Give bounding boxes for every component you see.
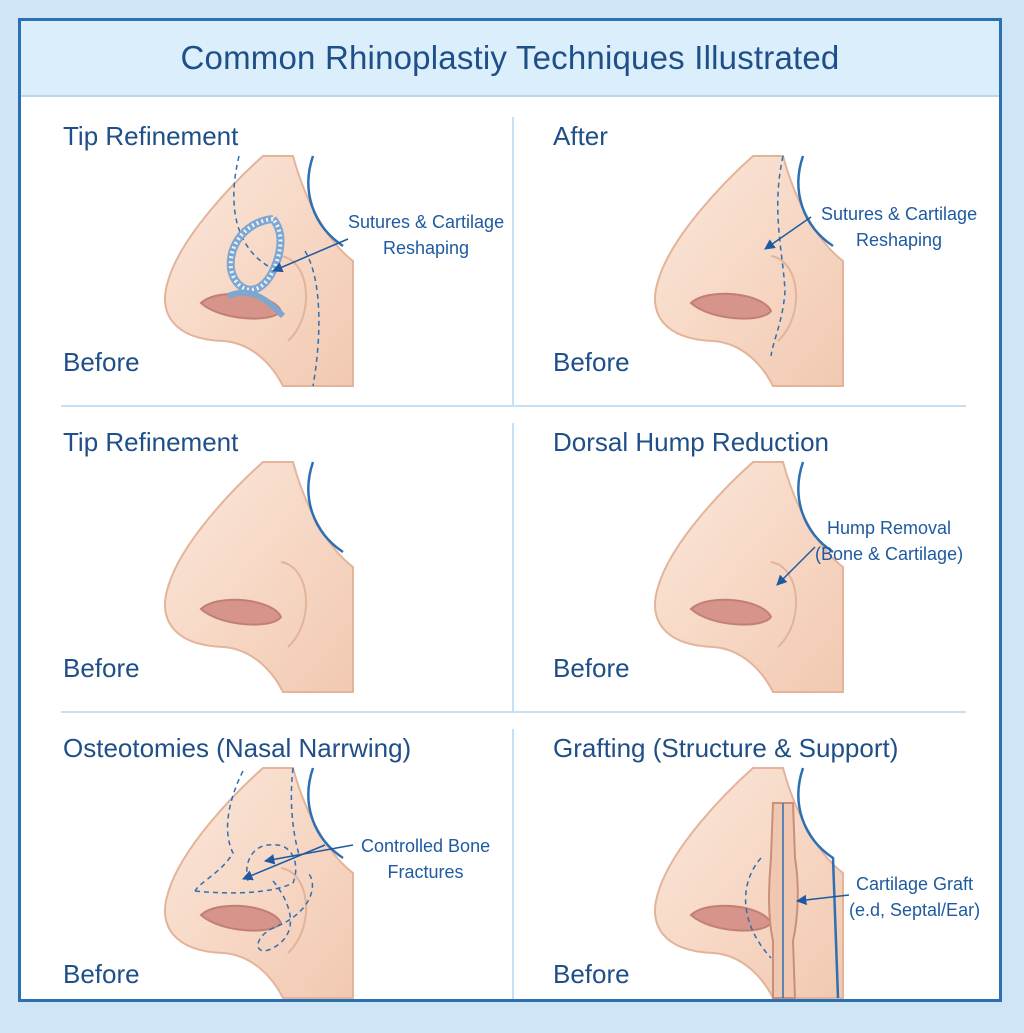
callout-arrow (776, 546, 816, 586)
row-divider (61, 711, 966, 713)
page-title: Common Rhinoplastiy Techniques Illustrat… (180, 39, 840, 76)
before-label: Before (553, 653, 630, 683)
before-label: Before (63, 653, 140, 683)
panel-heading: After (553, 121, 608, 151)
callout-label: Hump Removal(Bone & Cartilage) (815, 518, 964, 564)
nose-illustration (654, 155, 844, 387)
nose-illustration (164, 461, 354, 693)
column-divider (512, 423, 514, 713)
before-label: Before (553, 347, 630, 377)
panel-grafting: Grafting (Structure & Support) Cartilage… (553, 733, 1013, 1033)
panel-heading: Tip Refinement (63, 121, 239, 151)
row-divider (61, 405, 966, 407)
callout-arrow (795, 894, 850, 906)
infographic-frame: Common Rhinoplastiy Techniques Illustrat… (18, 18, 1002, 1002)
callout-label: Cartilage Graft(e.d, Septal/Ear) (849, 874, 981, 920)
callout-arrow (764, 216, 812, 250)
panel-heading: Grafting (Structure & Support) (553, 733, 899, 763)
panel-dorsal-hump-reduction: Dorsal Hump Reduction Hump Removal(Bone … (553, 427, 1013, 727)
panel-heading: Osteotomies (Nasal Narrwing) (63, 733, 412, 763)
nose-illustration (654, 461, 844, 693)
before-label: Before (63, 959, 140, 989)
callout-arrow (242, 844, 354, 881)
header-bar: Common Rhinoplastiy Techniques Illustrat… (21, 21, 999, 97)
nose-illustration (164, 767, 354, 999)
panel-heading: Dorsal Hump Reduction (553, 427, 830, 457)
column-divider (512, 117, 514, 407)
before-label: Before (63, 347, 140, 377)
panel-osteotomies: Osteotomies (Nasal Narrwing) Controlled … (63, 733, 523, 1033)
nose-illustration (654, 767, 844, 999)
nose-illustration (164, 155, 354, 387)
callout-arrow (272, 238, 349, 273)
before-label: Before (553, 959, 630, 989)
panel-tip-refinement-2: Tip Refinement Before (63, 427, 523, 727)
column-divider (512, 729, 514, 999)
panel-heading: Tip Refinement (63, 427, 239, 457)
